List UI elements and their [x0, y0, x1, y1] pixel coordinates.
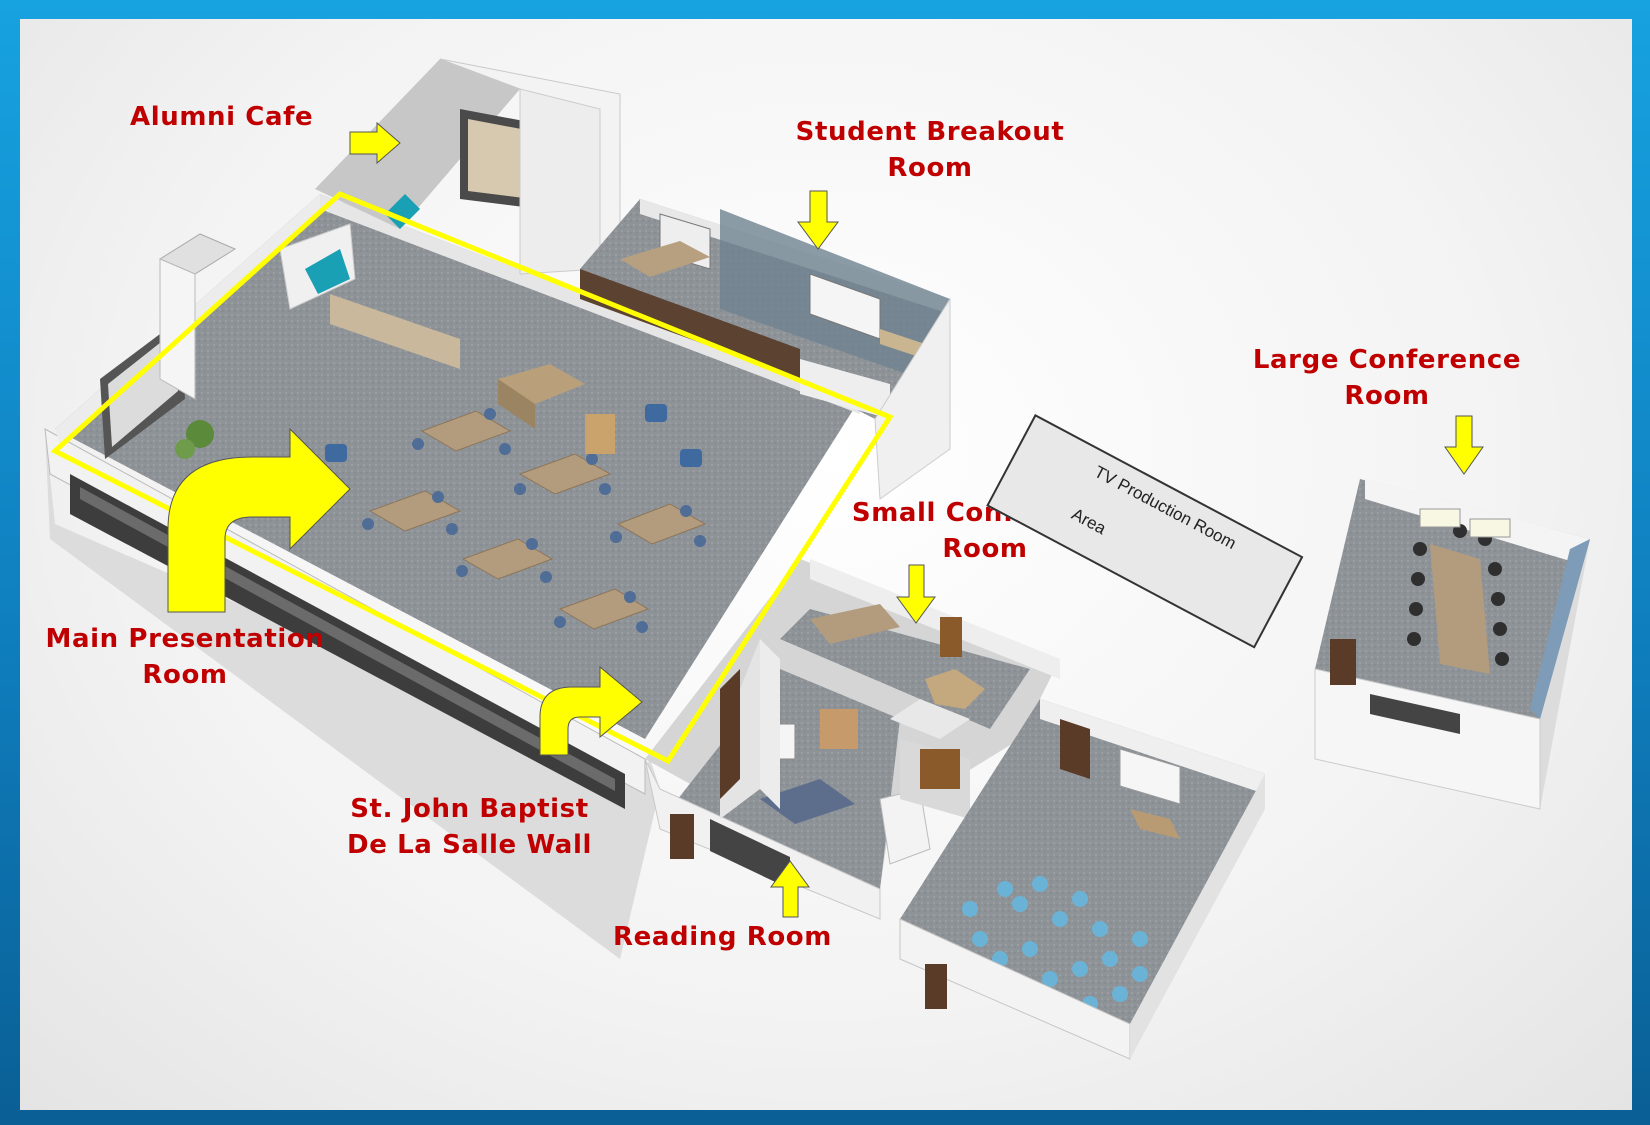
label-small-conference-line2: Room [942, 534, 1028, 564]
main-room-highlight [50, 191, 894, 765]
floor-plan-panel: Alumni Cafe Student Breakout Room Large … [20, 19, 1632, 1110]
student-breakout-block [580, 199, 951, 500]
floor-plan-drawing [44, 58, 1590, 1060]
label-large-conference-line2: Room [1344, 381, 1430, 411]
label-student-breakout-line1: Student Breakout [795, 117, 1065, 147]
reading-room-arrow [770, 860, 810, 918]
small-conference-arrow [896, 564, 936, 624]
label-large-conference-line1: Large Conference [1252, 345, 1522, 375]
st-john-wall-arrow [539, 665, 643, 756]
tv-production-line2: Area [1068, 504, 1110, 539]
label-student-breakout: Student Breakout Room [795, 114, 1065, 186]
main-presentation-arrow [167, 427, 351, 613]
large-conference-block [1314, 479, 1590, 810]
label-main-presentation-line1: Main Presentation [45, 624, 325, 654]
label-reading-room-text: Reading Room [613, 922, 832, 952]
label-alumni-cafe-text: Alumni Cafe [130, 102, 314, 132]
label-main-presentation-line2: Room [142, 660, 228, 690]
student-breakout-arrow [797, 190, 839, 250]
alumni-cafe-arrow [349, 121, 401, 165]
label-st-john-wall: St. John Baptist De La Salle Wall [342, 791, 597, 863]
reading-small-conference-block [644, 559, 1060, 920]
study-room-block [899, 699, 1265, 1060]
label-st-john-line2: De La Salle Wall [347, 830, 592, 860]
label-student-breakout-line2: Room [887, 153, 973, 183]
alumni-cafe-block [315, 58, 621, 275]
label-main-presentation: Main Presentation Room [45, 621, 325, 693]
label-reading-room: Reading Room [613, 919, 832, 955]
label-st-john-line1: St. John Baptist [350, 794, 589, 824]
large-conference-arrow [1444, 415, 1484, 475]
label-alumni-cafe: Alumni Cafe [130, 99, 313, 135]
label-large-conference: Large Conference Room [1252, 342, 1522, 414]
